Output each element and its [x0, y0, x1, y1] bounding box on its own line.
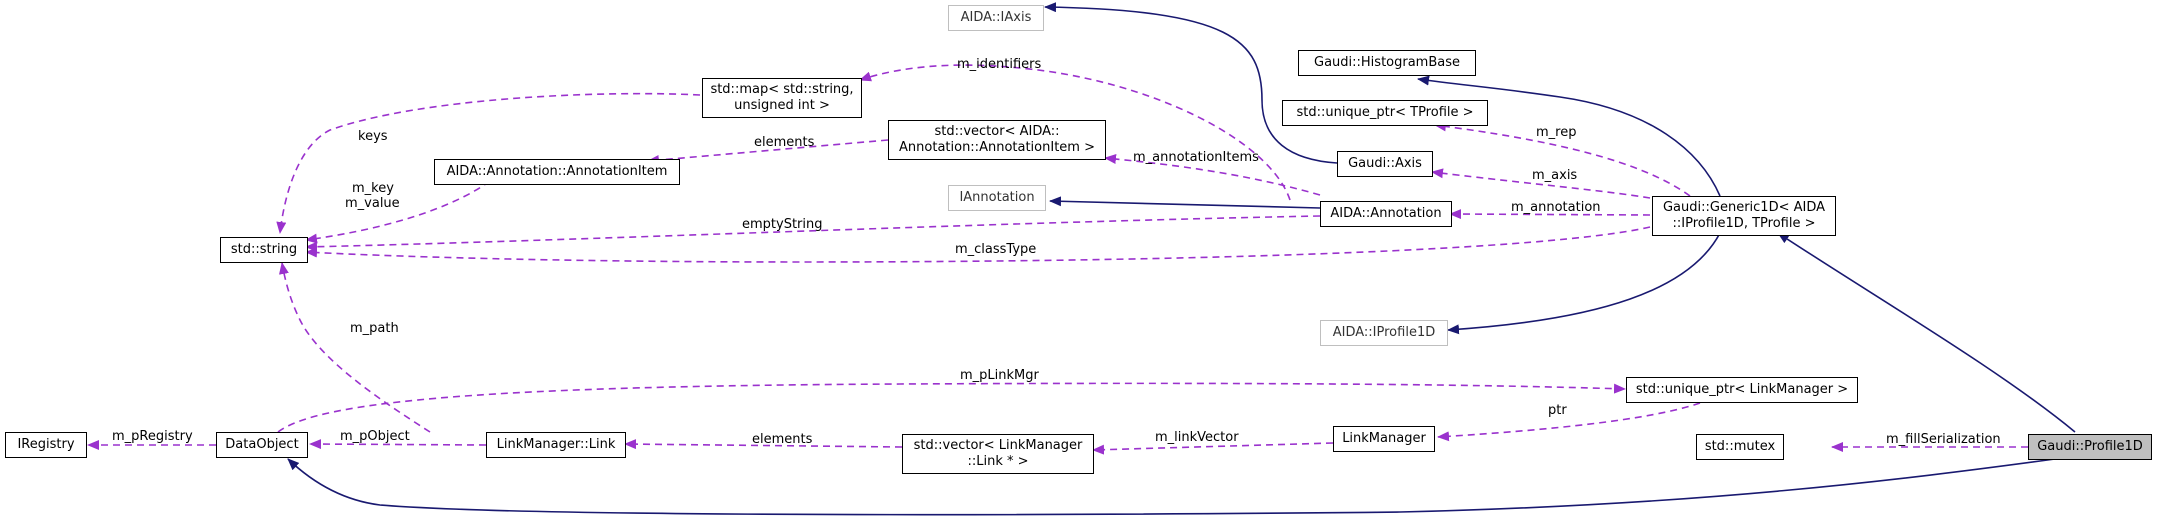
- node-label: std::string: [230, 242, 298, 257]
- edge-annotationitem-to-vector: [647, 139, 889, 166]
- node-label: IRegistry: [17, 437, 75, 452]
- node-gaudi-histogrambase[interactable]: Gaudi::HistogramBase: [1298, 50, 1476, 76]
- edge-label-m-value: m_value: [345, 196, 400, 211]
- node-std-mutex[interactable]: std::mutex: [1696, 434, 1784, 460]
- node-label: std::map< std::string,: [710, 82, 854, 97]
- edge-uniqueptr-to-dataobject: [277, 382, 1626, 433]
- node-std-map[interactable]: std::map< std::string, unsigned int >: [702, 78, 862, 118]
- node-label: Annotation::AnnotationItem >: [899, 140, 1095, 155]
- node-label: IAnnotation: [959, 190, 1035, 205]
- edge-label-m-path: m_path: [350, 321, 399, 336]
- node-iannotation[interactable]: IAnnotation: [948, 185, 1046, 211]
- node-label: Gaudi::Generic1D< AIDA: [1662, 200, 1826, 215]
- edge-label-m-plinkmgr: m_pLinkMgr: [960, 368, 1040, 383]
- edge-vector-to-linkmanager: [1092, 442, 1334, 455]
- edge-label-m-linkvector: m_linkVector: [1155, 430, 1239, 445]
- edge-link-to-vector: [624, 439, 903, 450]
- edge-label-m-annotation: m_annotation: [1511, 200, 1601, 215]
- node-aida-iaxis[interactable]: AIDA::IAxis: [948, 5, 1044, 31]
- node-label: std::vector< LinkManager: [913, 438, 1083, 453]
- node-gaudi-generic1d[interactable]: Gaudi::Generic1D< AIDA ::IProfile1D, TPr…: [1652, 196, 1836, 236]
- edge-label-m-annotationitems: m_annotationItems: [1133, 150, 1259, 165]
- edge-dataobject-to-link: [309, 439, 487, 450]
- node-label: std::mutex: [1704, 439, 1776, 454]
- node-linkmanager-link[interactable]: LinkManager::Link: [486, 432, 626, 458]
- edge-axis-to-iaxis: [1044, 2, 1338, 164]
- edge-label-elements-link: elements: [752, 432, 813, 447]
- edge-string-to-annotationitem: [305, 180, 491, 244]
- node-label: Gaudi::Axis: [1348, 156, 1422, 171]
- node-label: Gaudi::Profile1D: [2037, 439, 2143, 454]
- node-label: AIDA::IAxis: [960, 10, 1032, 25]
- node-label: Gaudi::HistogramBase: [1314, 55, 1460, 70]
- edge-label-m-rep: m_rep: [1536, 125, 1576, 140]
- node-dataobject[interactable]: DataObject: [216, 432, 308, 458]
- node-unique-ptr-linkmanager[interactable]: std::unique_ptr< LinkManager >: [1626, 377, 1858, 403]
- node-label: std::unique_ptr< TProfile >: [1296, 105, 1474, 120]
- node-gaudi-profile1d[interactable]: Gaudi::Profile1D: [2028, 434, 2152, 460]
- node-label: LinkManager: [1342, 431, 1426, 446]
- node-annotation-item[interactable]: AIDA::Annotation::AnnotationItem: [434, 159, 680, 185]
- node-label: AIDA::IProfile1D: [1332, 325, 1436, 340]
- node-label: AIDA::Annotation: [1330, 206, 1442, 221]
- edge-annotation-to-iannotation: [1049, 196, 1321, 209]
- edge-profile1d-to-generic1d: [1777, 232, 2076, 433]
- edge-annotation-to-generic1d: [1449, 209, 1651, 220]
- edge-label-emptystring: emptyString: [742, 217, 823, 232]
- node-aida-annotation[interactable]: AIDA::Annotation: [1320, 201, 1452, 227]
- edge-label-elements-annotation: elements: [754, 135, 815, 150]
- edge-string-to-generic1d-classtype: [305, 226, 1651, 263]
- node-gaudi-axis[interactable]: Gaudi::Axis: [1337, 151, 1433, 177]
- edge-string-to-link-path: [278, 262, 431, 433]
- node-label: AIDA::Annotation::AnnotationItem: [446, 164, 668, 179]
- node-label: unsigned int >: [734, 98, 830, 113]
- node-aida-iprofile1d[interactable]: AIDA::IProfile1D: [1320, 320, 1448, 346]
- node-label: std::unique_ptr< LinkManager >: [1635, 382, 1849, 397]
- node-unique-ptr-tprofile[interactable]: std::unique_ptr< TProfile >: [1282, 100, 1488, 126]
- node-label: ::IProfile1D, TProfile >: [1672, 216, 1816, 231]
- edge-label-m-pobject: m_pObject: [340, 429, 410, 444]
- edge-string-to-annotation-emptystring: [305, 215, 1321, 252]
- edge-label-m-pregistry: m_pRegistry: [112, 429, 193, 444]
- edge-linkmanager-to-uniqueptr: [1437, 402, 1701, 442]
- edge-label-ptr: ptr: [1548, 403, 1567, 418]
- edge-label-m-fillserialization: m_fillSerialization: [1886, 432, 2001, 447]
- node-std-string[interactable]: std::string: [220, 237, 308, 263]
- edge-string-to-map: [276, 92, 701, 234]
- node-std-vector-annotation-item[interactable]: std::vector< AIDA:: Annotation::Annotati…: [888, 120, 1106, 160]
- edge-generic1d-to-iprofile1d: [1447, 232, 1721, 335]
- edge-axis-to-generic1d: [1431, 168, 1651, 199]
- node-label: ::Link * >: [967, 454, 1029, 469]
- edge-generic1d-to-histogrambase: [1417, 75, 1721, 197]
- edge-label-m-classtype: m_classType: [955, 242, 1036, 257]
- edge-label-m-identifiers: m_identifiers: [957, 57, 1042, 72]
- node-iregistry[interactable]: IRegistry: [5, 432, 87, 458]
- edge-label-m-axis: m_axis: [1532, 168, 1577, 183]
- edge-profile1d-to-dataobject: [287, 458, 2056, 516]
- node-label: LinkManager::Link: [496, 437, 616, 452]
- node-label: std::vector< AIDA::: [934, 124, 1060, 139]
- node-linkmanager[interactable]: LinkManager: [1333, 426, 1435, 452]
- node-std-vector-link[interactable]: std::vector< LinkManager ::Link * >: [902, 434, 1094, 474]
- edge-label-m-key: m_key: [352, 181, 394, 196]
- node-label: DataObject: [225, 437, 299, 452]
- edge-label-keys: keys: [358, 129, 388, 144]
- edge-vector-to-annotation: [1104, 154, 1321, 196]
- edge-tprofile-to-generic1d: [1434, 121, 1691, 197]
